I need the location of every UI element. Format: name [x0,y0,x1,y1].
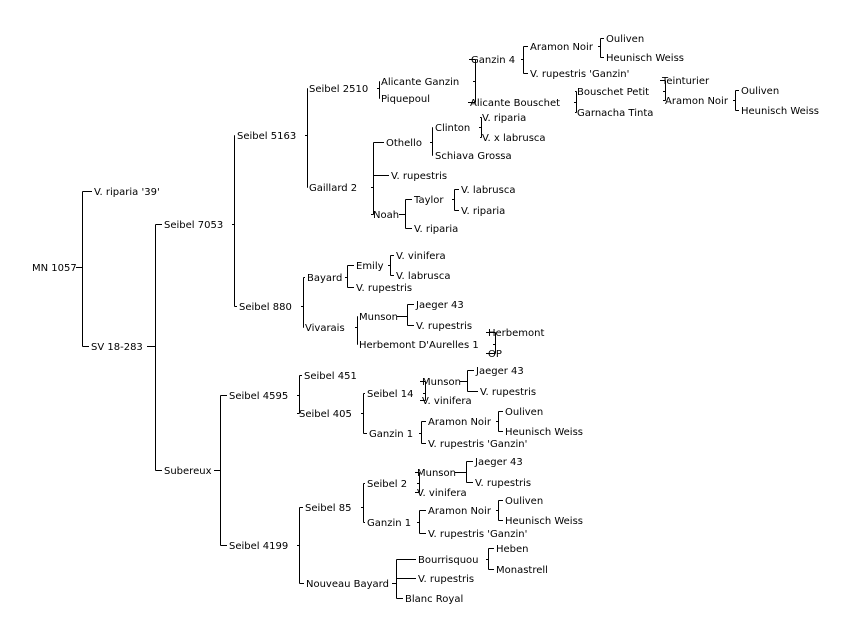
node-v-labrusca: V. labrusca [461,185,515,196]
node-v-rupestris-ganzin: V. rupestris 'Ganzin' [428,439,527,450]
node-seibel-7053: Seibel 7053 [164,220,223,231]
node-othello: Othello [386,138,422,149]
node-seibel-2: Seibel 2 [367,479,407,490]
node-v-rupestris-ganzin: V. rupestris 'Ganzin' [530,69,629,80]
node-seibel-880: Seibel 880 [239,302,292,313]
node-aramon-noir: Aramon Noir [665,96,729,107]
node-bouschet-petit: Bouschet Petit [577,87,649,98]
node-jaeger-43: Jaeger 43 [415,300,464,311]
node-munson: Munson [417,468,456,479]
node-aramon-noir: Aramon Noir [530,42,594,53]
node-bourrisquou: Bourrisquou [418,555,479,566]
node-v-rupestris: V. rupestris [391,171,447,182]
node-heunisch-weiss: Heunisch Weiss [741,106,819,117]
node-ganzin-1: Ganzin 1 [367,518,411,529]
node-schiava-grossa: Schiava Grossa [435,151,512,162]
node-seibel-2510: Seibel 2510 [309,84,368,95]
node-op: OP [488,349,502,360]
node-v-labrusca: V. labrusca [396,271,450,282]
node-bayard: Bayard [307,273,342,284]
node-garnacha-tinta: Garnacha Tinta [577,108,653,119]
node-seibel-85: Seibel 85 [305,503,351,514]
node-vivarais: Vivarais [305,323,345,334]
node-aramon-noir: Aramon Noir [428,417,492,428]
node-ouliven: Ouliven [606,34,644,45]
node-seibel-451: Seibel 451 [304,371,357,382]
node-v-vinifera: V. vinifera [396,251,446,262]
node-v-vinifera: V. vinifera [417,488,467,499]
node-v-riparia: V. riparia [461,206,505,217]
node-v-rupestris: V. rupestris [475,478,531,489]
node-jaeger-43: Jaeger 43 [475,366,524,377]
node-alicante-bouschet: Alicante Bouschet [470,98,560,109]
node-seibel-405: Seibel 405 [299,409,352,420]
node-heunisch-weiss: Heunisch Weiss [505,427,583,438]
node-ganzin-4: Ganzin 4 [471,55,515,66]
node-heunisch-weiss: Heunisch Weiss [505,516,583,527]
node-seibel-4595: Seibel 4595 [229,391,288,402]
node-alicante-ganzin: Alicante Ganzin [381,77,459,88]
node-noah: Noah [373,210,399,221]
node-piquepoul: Piquepoul [381,94,430,105]
node-v-rupestris: V. rupestris [418,574,474,585]
node-heben: Heben [496,544,529,555]
node-blanc-royal: Blanc Royal [405,594,463,605]
node-v-rupestris: V. rupestris [480,387,536,398]
node-gaillard-2: Gaillard 2 [309,183,357,194]
node-v-riparia-39: V. riparia '39' [94,187,160,198]
node-ouliven: Ouliven [505,496,543,507]
node-nouveau-bayard: Nouveau Bayard [306,579,389,590]
node-v-vinifera: V. vinifera [422,396,472,407]
node-munson: Munson [422,377,461,388]
node-herbemont-d-aurelles-1: Herbemont D'Aurelles 1 [359,340,479,351]
node-v-rupestris: V. rupestris [416,321,472,332]
node-emily: Emily [356,261,384,272]
node-aramon-noir: Aramon Noir [428,506,492,517]
node-monastrell: Monastrell [496,565,548,576]
node-v-x-labrusca: V. x labrusca [482,133,546,144]
node-v-riparia: V. riparia [482,113,526,124]
node-ouliven: Ouliven [505,407,543,418]
node-ganzin-1: Ganzin 1 [369,429,413,440]
node-clinton: Clinton [435,123,470,134]
node-seibel-5163: Seibel 5163 [237,131,296,142]
node-v-rupestris: V. rupestris [356,283,412,294]
node-seibel-4199: Seibel 4199 [229,541,288,552]
node-herbemont: Herbemont [488,328,544,339]
node-v-riparia: V. riparia [414,224,458,235]
node-subereux: Subereux [164,466,212,477]
node-taylor: Taylor [413,195,444,206]
node-sv-18-283: SV 18-283 [91,342,143,353]
node-mn-1057: MN 1057 [32,263,77,274]
node-munson: Munson [359,312,398,323]
node-jaeger-43: Jaeger 43 [474,457,523,468]
node-teinturier: Teinturier [661,76,710,87]
node-ouliven: Ouliven [741,86,779,97]
node-heunisch-weiss: Heunisch Weiss [606,53,684,64]
node-seibel-14: Seibel 14 [367,389,413,400]
node-v-rupestris-ganzin: V. rupestris 'Ganzin' [428,529,527,540]
